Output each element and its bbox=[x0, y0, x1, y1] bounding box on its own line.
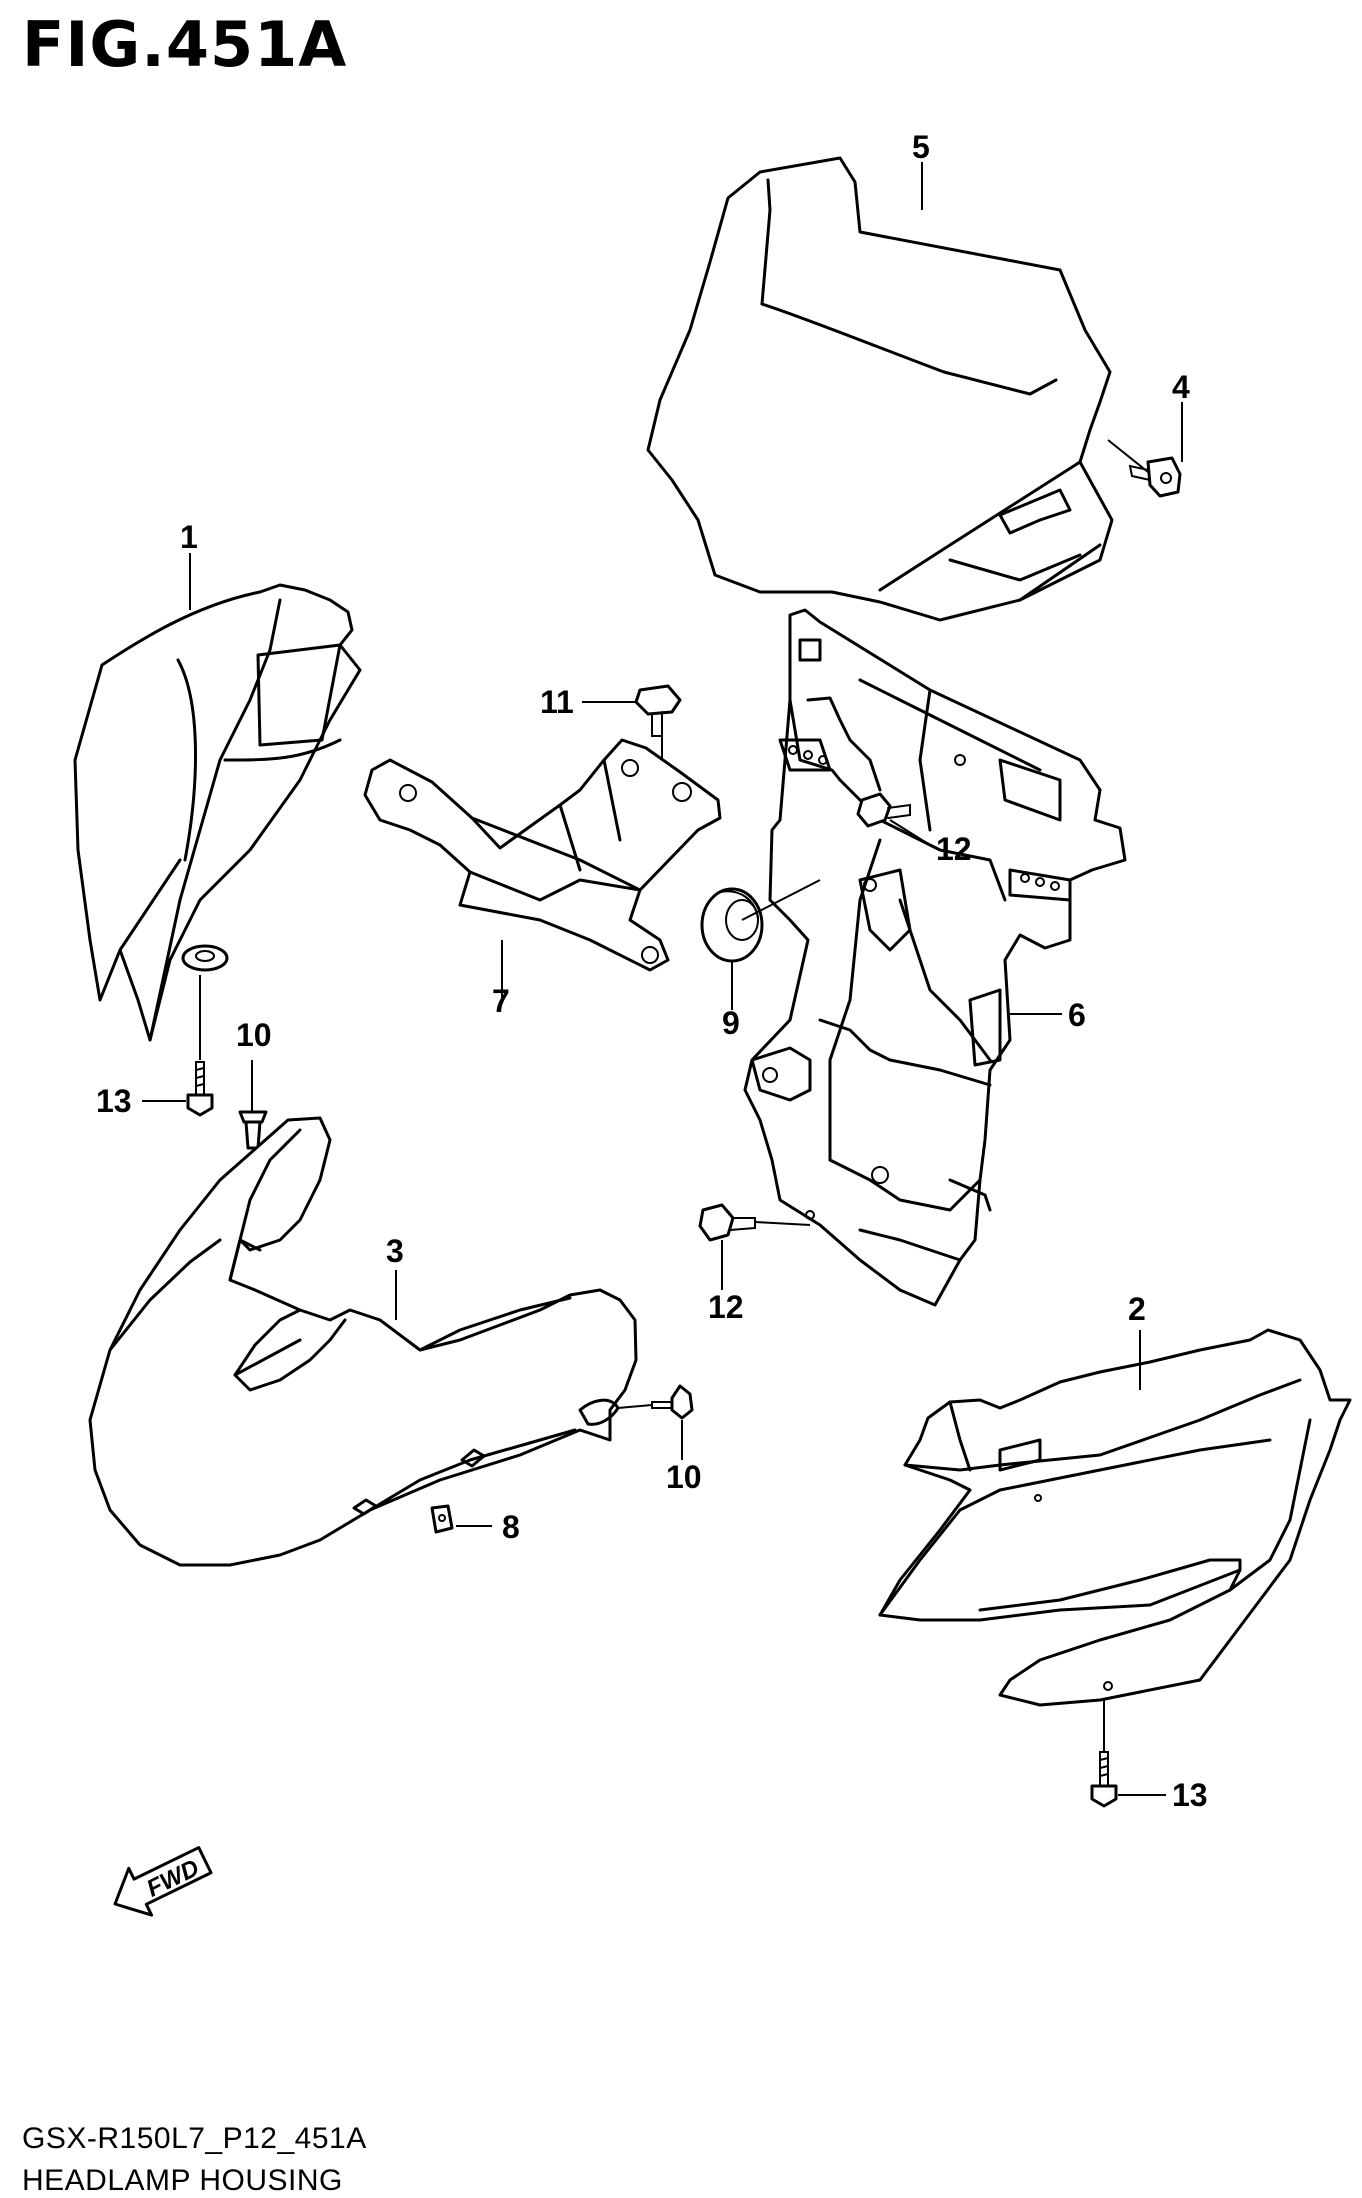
diagram-name: HEADLAMP HOUSING bbox=[22, 2164, 343, 2197]
callout-5: 5 bbox=[912, 129, 930, 165]
callout-4: 4 bbox=[1172, 369, 1190, 405]
part-12-bolt-lower[interactable] bbox=[698, 1203, 756, 1242]
callout-9: 9 bbox=[722, 1005, 740, 1041]
callout-8: 8 bbox=[502, 1509, 520, 1545]
part-10-rivet-upper[interactable] bbox=[238, 1099, 268, 1150]
callout-6: 6 bbox=[1068, 997, 1086, 1033]
callout-13-right: 13 bbox=[1172, 1777, 1208, 1813]
callout-12-upper: 12 bbox=[936, 831, 972, 867]
part-2-side-cowl-right[interactable] bbox=[878, 1328, 1352, 1707]
part-6-headlamp-bracket[interactable] bbox=[743, 608, 1127, 1307]
diagram-code: GSX-R150L7_P12_451A bbox=[22, 2122, 367, 2155]
part-11-bolt[interactable] bbox=[634, 684, 682, 737]
callout-3: 3 bbox=[386, 1233, 404, 1269]
part-4-screw[interactable] bbox=[1128, 456, 1182, 498]
part-13-screw-right[interactable] bbox=[1090, 1751, 1118, 1808]
fwd-arrow-icon: FWD bbox=[113, 1846, 213, 1917]
part-13-screw-left[interactable] bbox=[186, 1061, 214, 1117]
part-5-headlamp-cover[interactable] bbox=[646, 156, 1114, 622]
leader-lines bbox=[142, 162, 1183, 1796]
part-9-grommet[interactable] bbox=[700, 887, 764, 963]
figure-title: FIG.451A bbox=[22, 8, 348, 81]
callout-11: 11 bbox=[540, 684, 574, 720]
callout-labels: 5 4 1 11 12 7 9 6 10 13 3 12 2 10 8 13 bbox=[96, 129, 1208, 1813]
part-7-bracket[interactable] bbox=[363, 738, 722, 972]
part-3-front-cowl[interactable] bbox=[88, 1116, 638, 1567]
callout-13-left: 13 bbox=[96, 1083, 132, 1119]
callout-10-upper: 10 bbox=[236, 1017, 272, 1053]
callout-7: 7 bbox=[492, 983, 510, 1019]
callout-12-lower: 12 bbox=[708, 1289, 744, 1325]
part-12-bolt-upper[interactable] bbox=[856, 792, 911, 828]
callout-1: 1 bbox=[180, 519, 198, 555]
part-1-side-cowl-left[interactable] bbox=[73, 583, 362, 1042]
callout-2: 2 bbox=[1128, 1291, 1146, 1327]
part-10-rivet-lower[interactable] bbox=[651, 1384, 694, 1420]
part-8-nut[interactable] bbox=[430, 1504, 454, 1534]
callout-10-lower: 10 bbox=[666, 1459, 702, 1495]
